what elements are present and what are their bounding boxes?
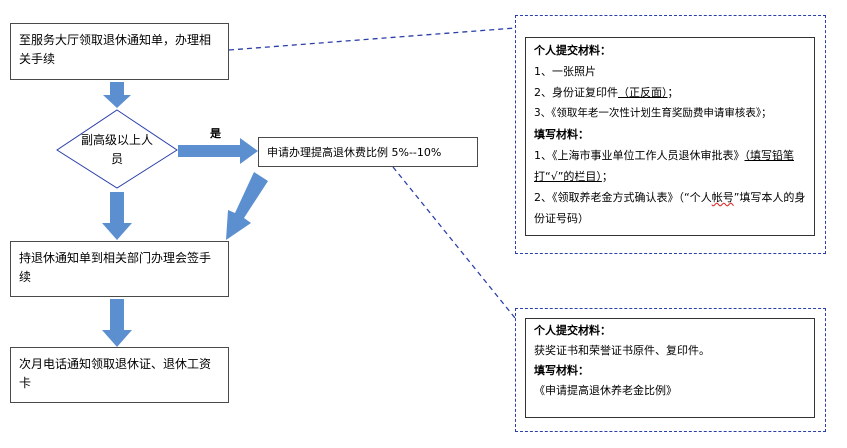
step-phone-notice: 次月电话通知领取退休证、退休工资卡 (10, 347, 229, 403)
decision-label: 副高级以上人员 (80, 133, 153, 166)
step-countersign: 持退休通知单到相关部门办理会签手续 (10, 241, 229, 297)
materials-top-fill-title: 填写材料： (534, 128, 589, 141)
step-phone-notice-text: 次月电话通知领取退休证、退休工资卡 (19, 357, 212, 390)
arrow-down-1 (103, 82, 131, 108)
materials-bottom-item-1: 获奖证书和荣誉证书原件、复印件。 (534, 344, 710, 357)
materials-top-personal-title: 个人提交材料： (534, 44, 611, 57)
materials-bottom-fill-1: 《申请提高退休养老金比例》 (534, 384, 677, 397)
materials-top-item-3: 3、《领取年老一次性计划生育奖励费申请审核表》； (534, 107, 772, 119)
step-apply-increase-text: 申请办理提高退休费比例 5%--10% (267, 146, 442, 159)
materials-top-item-1: 1、一张照片 (534, 65, 596, 78)
arrow-diagonal (226, 172, 268, 240)
materials-top-item-2: 2、身份证复印件（正反面）； (534, 86, 679, 99)
arrow-down-2 (102, 192, 132, 240)
step-countersign-text: 持退休通知单到相关部门办理会签手续 (19, 251, 212, 284)
materials-bottom-panel: 个人提交材料： 获奖证书和荣誉证书原件、复印件。 填写材料： 《申请提高退休养老… (525, 318, 815, 418)
decision-diamond (56, 109, 178, 189)
yes-label: 是 (210, 127, 221, 140)
materials-bottom-personal-title: 个人提交材料： (534, 324, 611, 337)
materials-top-panel: 个人提交材料： 1、一张照片 2、身份证复印件（正反面）； 3、《领取年老一次性… (525, 37, 815, 236)
step-receive-notice-text: 至服务大厅领取退休通知单，办理相关手续 (19, 33, 212, 66)
dashed-connector-top (228, 27, 516, 51)
step-receive-notice: 至服务大厅领取退休通知单，办理相关手续 (10, 23, 229, 80)
materials-bottom-fill-title: 填写材料： (534, 364, 589, 377)
materials-bottom-frame (515, 308, 826, 432)
arrow-down-3 (102, 299, 132, 347)
materials-top-frame (515, 15, 826, 254)
materials-top-fill-2: 2、《领取养老金方式确认表》（“个人帐号”填写本人的身份证号码） (534, 191, 806, 225)
step-apply-increase: 申请办理提高退休费比例 5%--10% (258, 137, 478, 167)
materials-top-fill-1: 1、《上海市事业单位工作人员退休审批表》（填写铅笔打“√”的栏目）； (534, 149, 794, 183)
dashed-connector-bottom (392, 166, 516, 319)
arrow-right (178, 138, 258, 164)
